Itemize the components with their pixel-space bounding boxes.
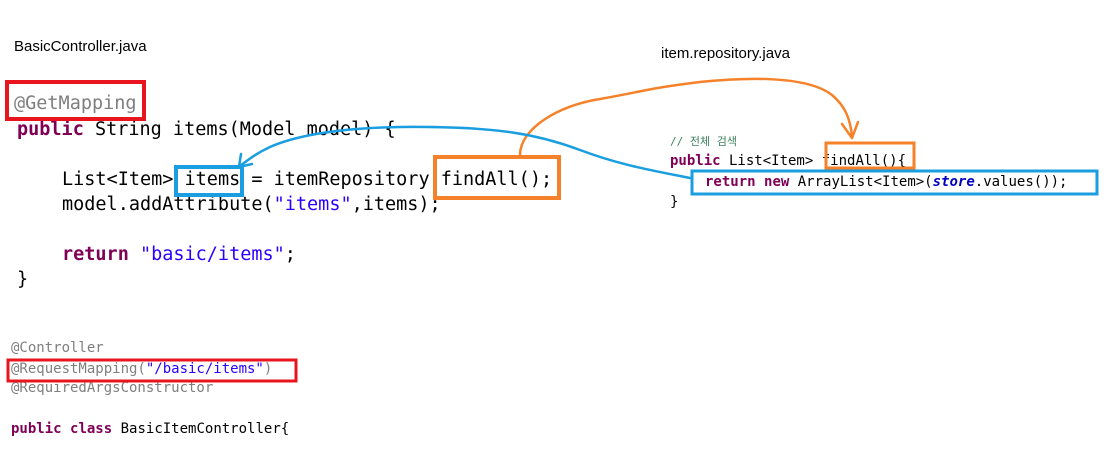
class-name: BasicItemController{ [112,421,290,437]
model-suffix: ,items); [351,194,441,215]
method-signature: public String items(Model model) { [17,119,396,140]
orange-arrowhead [840,120,860,140]
repository-comment: // 전체 검색 [670,135,737,148]
store-field: store [932,174,975,190]
list-line: List<Item> items = itemRepository.findAl… [62,169,553,190]
model-line: model.addAttribute("items",items); [62,194,441,215]
request-mapping-line: @RequestMapping("/basic/items") [11,362,272,376]
repository-signature: public List<Item> findAll(){ [670,154,906,168]
controller-annotation: @Controller [11,340,104,356]
repo-brace-open: { [897,153,907,169]
return-string: "basic/items" [139,244,285,265]
list-type: List<Item> [62,169,185,190]
repo-public-keyword: public [670,153,721,169]
repo-return-end: .values()); [974,174,1068,190]
repo-signature-type: List<Item> [720,153,822,169]
repo-find-all: findAll() [821,153,898,169]
return-keyword: return [62,244,129,265]
repo-new-keyword: new [764,174,790,190]
signature-rest: String items(Model model) { [83,119,396,140]
return-semicolon: ; [284,244,296,265]
request-mapping-suffix: ) [263,361,273,377]
request-mapping-path: "/basic/items" [145,361,264,377]
model-prefix: model.addAttribute( [62,194,274,215]
blue-arrowhead [237,152,254,169]
repository-code-block: // 전체 검색 public List<Item> findAll(){ re… [0,0,1067,209]
return-line: return "basic/items"; [62,244,296,265]
class-declaration: public class BasicItemController{ [11,422,289,436]
get-mapping-annotation: @GetMapping [14,93,137,114]
repo-return-keyword: return [705,174,756,190]
repository-return-line: return new ArrayList<Item>(store.values(… [705,175,1067,189]
public-keyword: public [17,119,84,140]
items-variable: items [184,169,241,190]
closing-brace: } [17,269,29,290]
find-all-call: findAll(); [440,169,553,190]
class-public-keyword: public [11,421,62,437]
repo-return-mid: ArrayList<Item>( [789,174,933,190]
class-keyword: class [70,421,113,437]
request-mapping-prefix: @RequestMapping( [11,361,146,377]
controller-file-label: BasicController.java [14,38,147,55]
model-string: "items" [273,194,352,215]
list-assign: = itemRepository. [240,169,441,190]
required-args-annotation: @RequiredArgsConstructor [11,380,214,396]
repository-file-label: item.repository.java [661,45,790,62]
repository-closing-brace: } [670,194,679,210]
